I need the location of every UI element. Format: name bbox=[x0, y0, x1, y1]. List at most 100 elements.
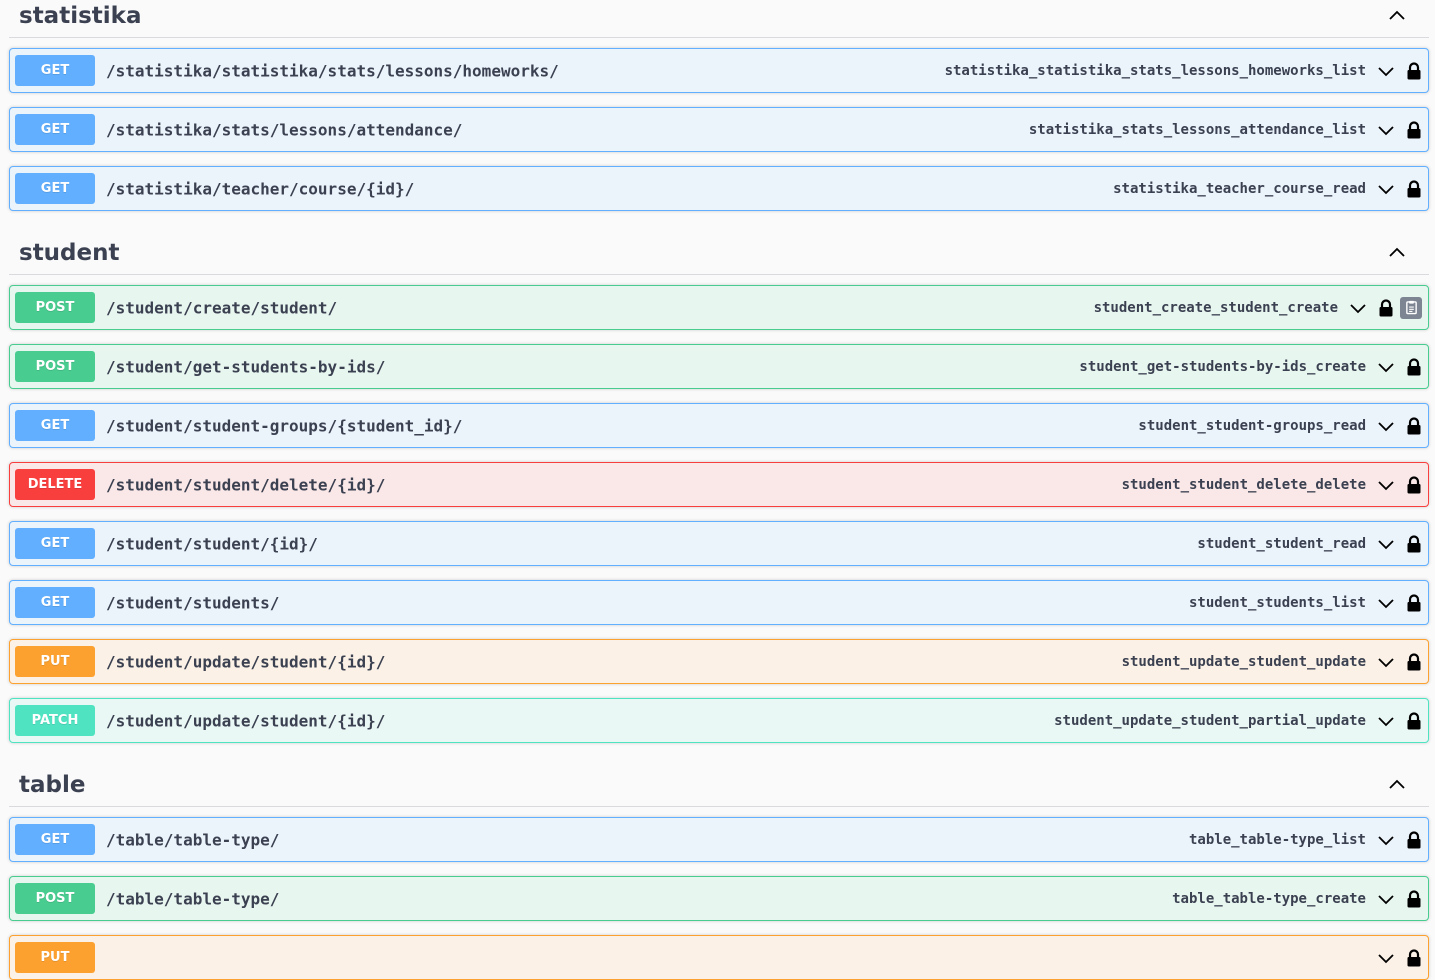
method-badge: GET bbox=[15, 173, 95, 204]
operation-actions: student_update_student_partial_update bbox=[1054, 711, 1422, 731]
lock-icon[interactable] bbox=[1406, 179, 1422, 198]
lock-icon[interactable] bbox=[1406, 61, 1422, 80]
operation-path: /student/update/student/{id}/ bbox=[106, 652, 386, 671]
operation-path: /student/create/student/ bbox=[106, 298, 338, 317]
chevron-down-icon[interactable] bbox=[1376, 889, 1396, 909]
operation-row[interactable]: GET/student/students/student_students_li… bbox=[9, 580, 1429, 625]
chevron-up-icon[interactable] bbox=[1387, 6, 1407, 26]
operation-path: /student/student/{id}/ bbox=[106, 534, 318, 553]
section-header-student[interactable]: student bbox=[9, 231, 1429, 275]
operation-actions bbox=[1366, 948, 1422, 968]
operation-id: student_student-groups_read bbox=[1138, 417, 1366, 434]
chevron-down-icon[interactable] bbox=[1376, 711, 1396, 731]
method-badge: GET bbox=[15, 410, 95, 441]
method-badge: GET bbox=[15, 114, 95, 145]
lock-icon[interactable] bbox=[1406, 416, 1422, 435]
chevron-down-icon[interactable] bbox=[1348, 298, 1368, 318]
chevron-down-icon[interactable] bbox=[1376, 61, 1396, 81]
lock-icon[interactable] bbox=[1406, 830, 1422, 849]
operation-actions: student_student_delete_delete bbox=[1122, 475, 1422, 495]
lock-icon[interactable] bbox=[1406, 948, 1422, 967]
operation-path: /student/update/student/{id}/ bbox=[106, 711, 386, 730]
method-badge: DELETE bbox=[15, 469, 95, 500]
operation-path: /table/table-type/ bbox=[106, 889, 280, 908]
operation-actions: student_students_list bbox=[1189, 593, 1422, 613]
operation-actions: student_get-students-by-ids_create bbox=[1079, 357, 1422, 377]
operation-row[interactable]: PUT/student/update/student/{id}/student_… bbox=[9, 639, 1429, 684]
lock-icon[interactable] bbox=[1406, 593, 1422, 612]
section-header-table[interactable]: table bbox=[9, 763, 1429, 807]
operation-id: student_update_student_update bbox=[1121, 653, 1366, 670]
method-badge: PATCH bbox=[15, 705, 95, 736]
chevron-down-icon[interactable] bbox=[1376, 120, 1396, 140]
section-title: table bbox=[19, 771, 86, 798]
operation-row[interactable]: GET/student/student/{id}/student_student… bbox=[9, 521, 1429, 566]
operation-actions: statistika_teacher_course_read bbox=[1113, 179, 1422, 199]
operation-path: /statistika/teacher/course/{id}/ bbox=[106, 179, 415, 198]
operation-actions: statistika_stats_lessons_attendance_list bbox=[1029, 120, 1422, 140]
operation-row[interactable]: DELETE/student/student/delete/{id}/ stude… bbox=[9, 462, 1429, 507]
chevron-down-icon[interactable] bbox=[1376, 652, 1396, 672]
lock-icon[interactable] bbox=[1406, 711, 1422, 730]
operation-path: /table/table-type/ bbox=[106, 830, 280, 849]
section-title: student bbox=[19, 239, 120, 266]
chevron-down-icon[interactable] bbox=[1376, 830, 1396, 850]
operation-id: table_table-type_list bbox=[1188, 831, 1366, 848]
operation-row[interactable]: GET/statistika/stats/lessons/attendance/… bbox=[9, 107, 1429, 152]
chevron-down-icon[interactable] bbox=[1376, 534, 1396, 554]
operation-path: /statistika/statistika/stats/lessons/hom… bbox=[106, 61, 559, 80]
chevron-down-icon[interactable] bbox=[1376, 357, 1396, 377]
method-badge: POST bbox=[15, 351, 95, 382]
section-title: statistika bbox=[19, 2, 142, 29]
operation-id: student_get-students-by-ids_create bbox=[1079, 358, 1366, 375]
operation-actions: table_table-type_list bbox=[1189, 830, 1422, 850]
operation-actions: student_student_read bbox=[1197, 534, 1422, 554]
operation-row[interactable]: GET/statistika/teacher/course/{id}/ stati… bbox=[9, 166, 1429, 211]
lock-icon[interactable] bbox=[1406, 652, 1422, 671]
chevron-down-icon[interactable] bbox=[1376, 593, 1396, 613]
operation-row[interactable]: POST/table/table-type/table_table-type_c… bbox=[9, 876, 1429, 921]
operation-row[interactable]: GET/statistika/statistika/stats/lessons/… bbox=[9, 48, 1429, 93]
operation-path: /statistika/stats/lessons/attendance/ bbox=[106, 120, 463, 139]
chevron-down-icon[interactable] bbox=[1376, 948, 1396, 968]
method-badge: GET bbox=[15, 587, 95, 618]
operation-path: /student/get-students-by-ids/ bbox=[106, 357, 386, 376]
lock-icon[interactable] bbox=[1406, 475, 1422, 494]
operation-row[interactable]: GET/student/student-groups/{student_id}/… bbox=[9, 403, 1429, 448]
lock-icon[interactable] bbox=[1406, 357, 1422, 376]
operation-actions: statistika_statistika_stats_lessons_home… bbox=[945, 61, 1422, 81]
lock-icon[interactable] bbox=[1378, 298, 1394, 317]
operation-path: /student/student/delete/{id}/ bbox=[106, 475, 386, 494]
operation-path: /student/student-groups/{student_id}/ bbox=[106, 416, 463, 435]
operation-id: student_update_student_partial_update bbox=[1054, 712, 1366, 729]
operation-row[interactable]: PATCH/student/update/student/{id}/ studen… bbox=[9, 698, 1429, 743]
operation-path: /student/students/ bbox=[106, 593, 280, 612]
operation-actions: student_create_student_create bbox=[1093, 296, 1422, 319]
copy-to-clipboard-icon[interactable] bbox=[1400, 296, 1422, 319]
chevron-down-icon[interactable] bbox=[1376, 179, 1396, 199]
operation-id: table_table-type_create bbox=[1172, 890, 1366, 907]
method-badge: GET bbox=[15, 55, 95, 86]
operation-actions: student_update_student_update bbox=[1122, 652, 1422, 672]
operation-row[interactable]: PUT bbox=[9, 935, 1429, 980]
operation-row[interactable]: POST/student/get-students-by-ids/student… bbox=[9, 344, 1429, 389]
chevron-up-icon[interactable] bbox=[1387, 243, 1407, 263]
operation-row[interactable]: POST/student/create/student/student_crea… bbox=[9, 285, 1429, 330]
operation-actions: table_table-type_create bbox=[1172, 889, 1422, 909]
operation-id: student_student_read bbox=[1197, 535, 1366, 552]
method-badge: POST bbox=[15, 883, 95, 914]
operation-id: student_create_student_create bbox=[1093, 299, 1338, 316]
operation-id: student_students_list bbox=[1188, 594, 1366, 611]
section-header-statistika[interactable]: statistika bbox=[9, 0, 1429, 38]
method-badge: GET bbox=[15, 824, 95, 855]
method-badge: POST bbox=[15, 292, 95, 323]
operation-row[interactable]: GET/table/table-type/table_table-type_li… bbox=[9, 817, 1429, 862]
lock-icon[interactable] bbox=[1406, 534, 1422, 553]
lock-icon[interactable] bbox=[1406, 889, 1422, 908]
operation-id: student_student_delete_delete bbox=[1121, 476, 1366, 493]
lock-icon[interactable] bbox=[1406, 120, 1422, 139]
operation-id: statistika_statistika_stats_lessons_home… bbox=[944, 62, 1366, 79]
chevron-down-icon[interactable] bbox=[1376, 475, 1396, 495]
chevron-down-icon[interactable] bbox=[1376, 416, 1396, 436]
chevron-up-icon[interactable] bbox=[1387, 775, 1407, 795]
